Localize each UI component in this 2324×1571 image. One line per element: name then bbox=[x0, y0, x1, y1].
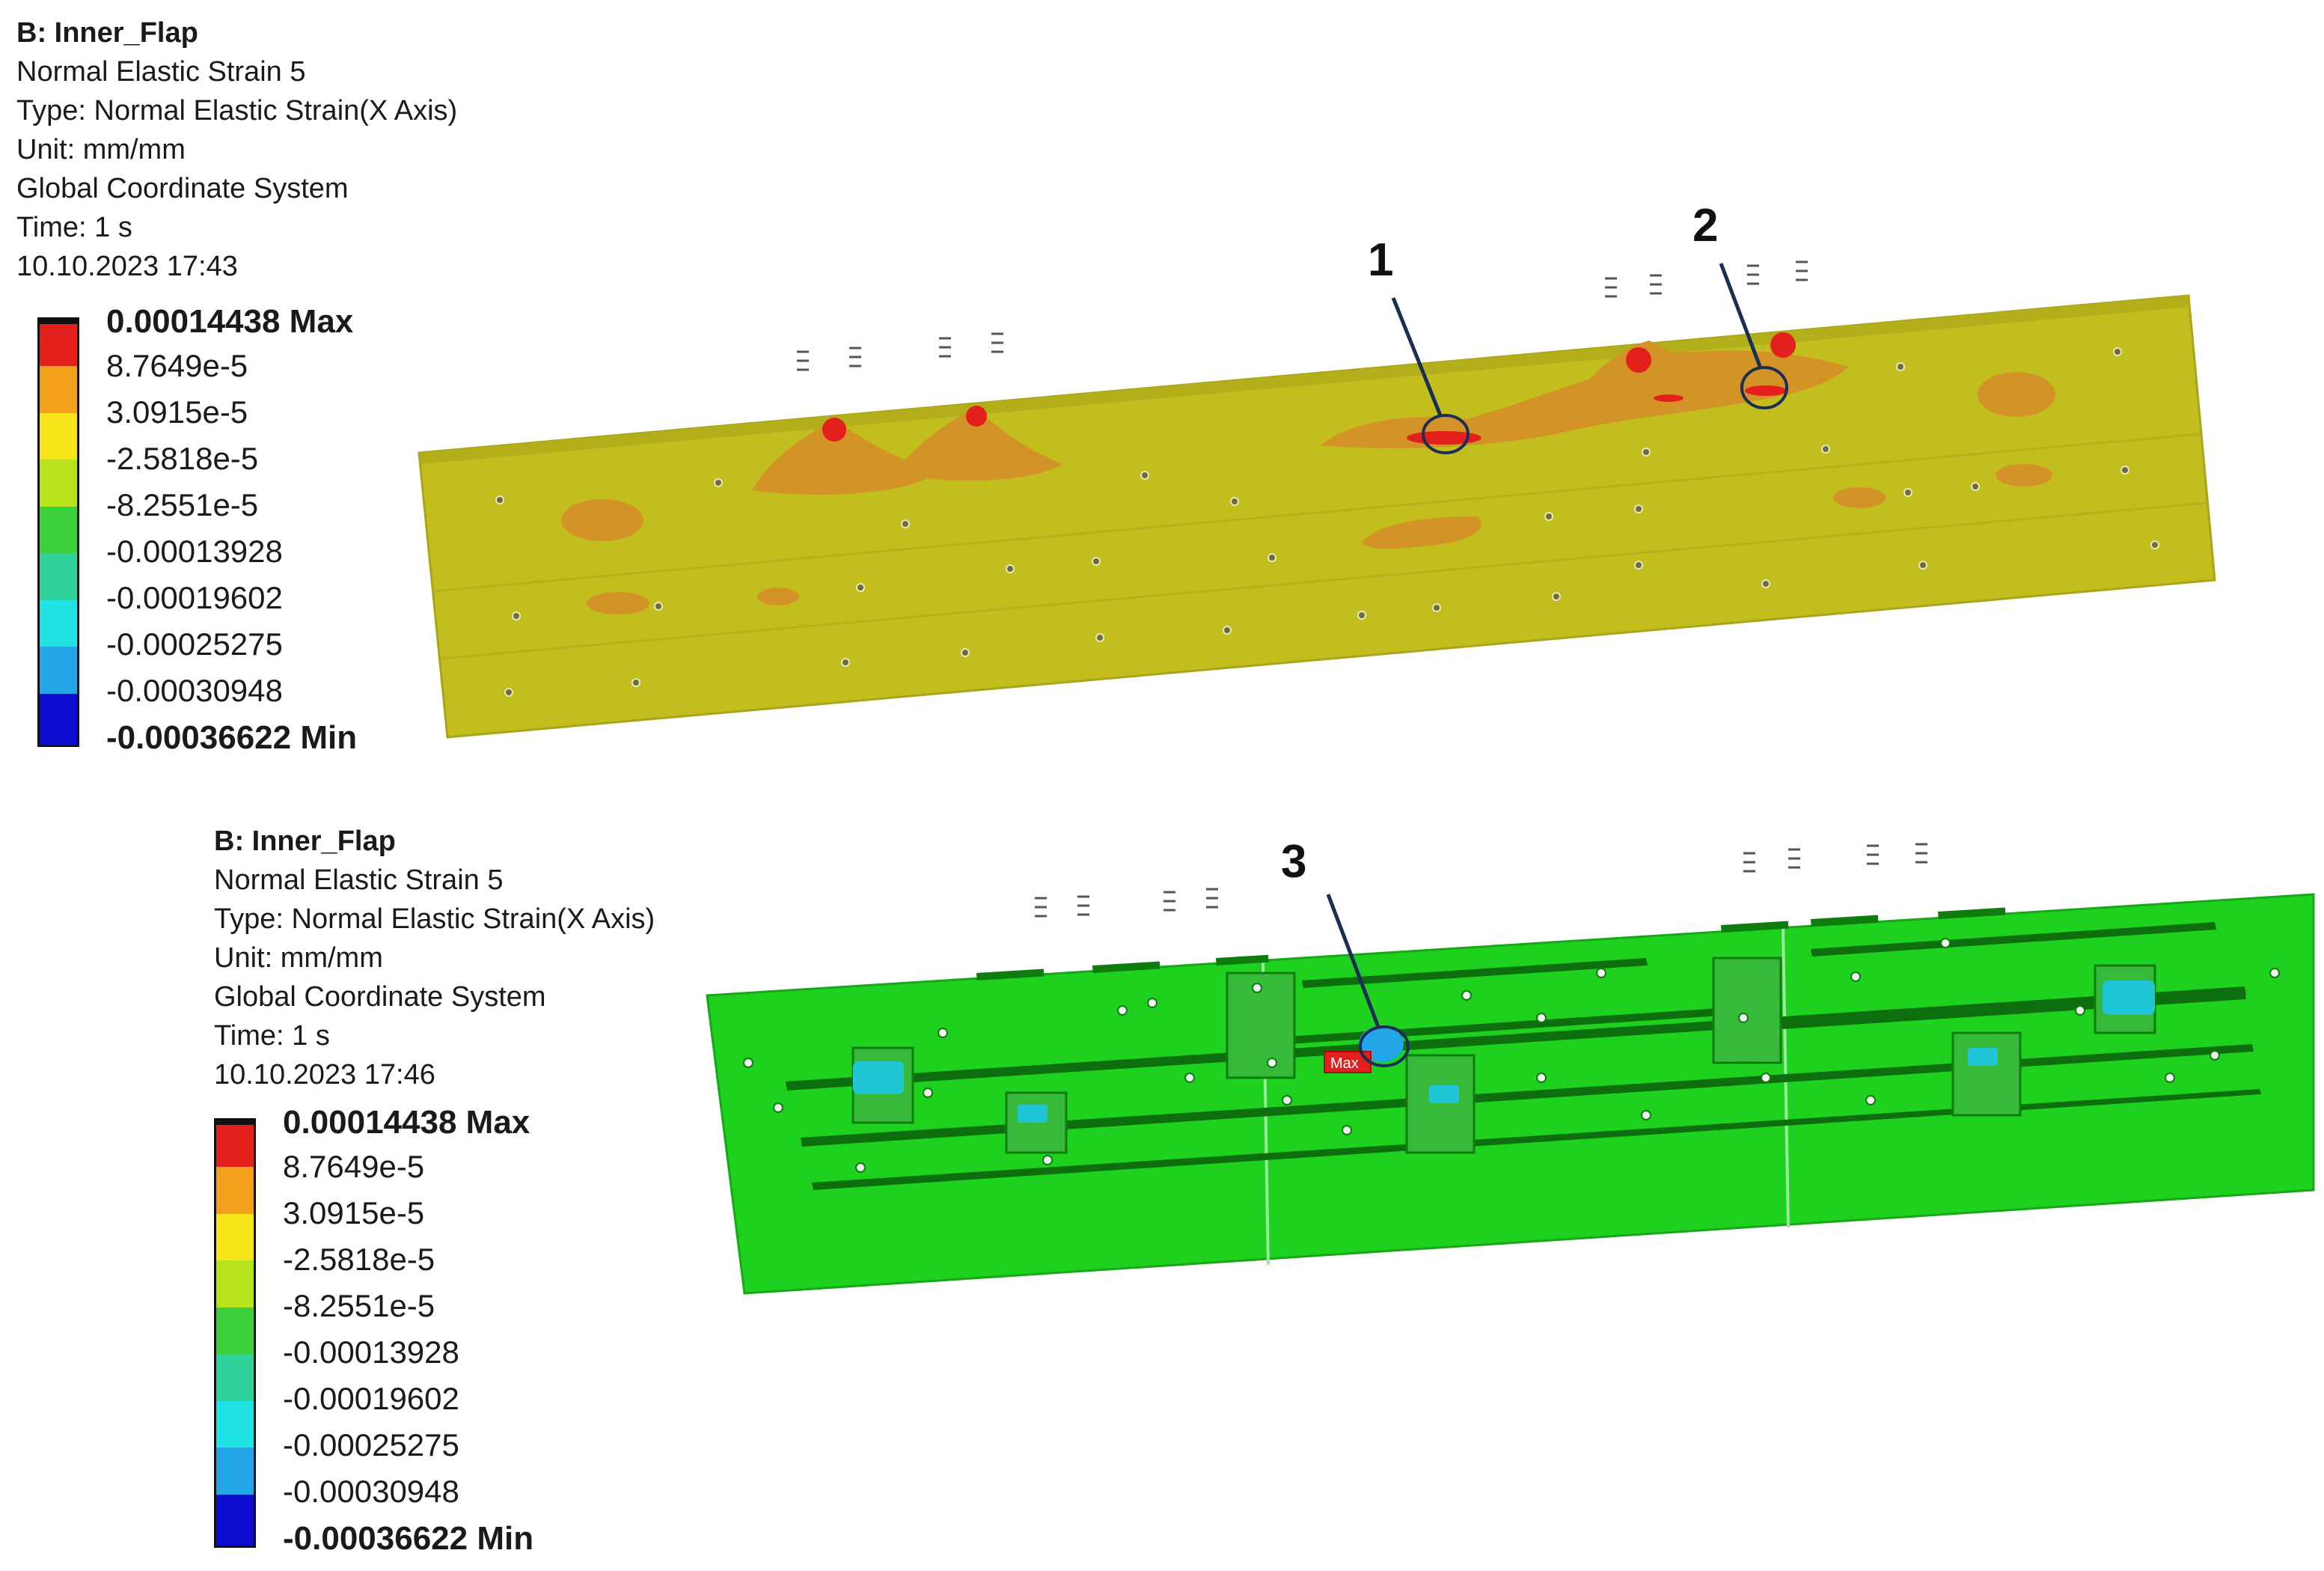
legend-max-label: 0.00014438 Max bbox=[106, 303, 354, 340]
legend-label: -0.00030948 bbox=[283, 1474, 459, 1509]
result-type: Type: Normal Elastic Strain(X Axis) bbox=[16, 95, 458, 126]
max-tag-label: Max bbox=[1330, 1055, 1359, 1072]
legend-label: -0.00025275 bbox=[283, 1427, 459, 1462]
coordinate-system: Global Coordinate System bbox=[214, 981, 546, 1013]
legend-label: -8.2551e-5 bbox=[106, 487, 259, 522]
result-unit: Unit: mm/mm bbox=[16, 134, 186, 165]
model-title: B: Inner_Flap bbox=[16, 17, 198, 49]
fastener-points bbox=[495, 347, 2159, 697]
callout-3: 3 bbox=[1281, 836, 1410, 1067]
result-timestamp: 10.10.2023 17:46 bbox=[214, 1059, 435, 1090]
result-name: Normal Elastic Strain 5 bbox=[16, 56, 306, 88]
flap-surface bbox=[418, 294, 2216, 739]
model-title: B: Inner_Flap bbox=[214, 826, 396, 857]
load-markers bbox=[797, 260, 1808, 371]
legend-label: -0.00019602 bbox=[283, 1381, 459, 1416]
legend-label: -2.5818e-5 bbox=[283, 1242, 435, 1277]
result-timestamp: 10.10.2023 17:43 bbox=[16, 251, 238, 282]
callout-2: 2 bbox=[1692, 200, 1788, 409]
flap-model-top: 1 2 bbox=[418, 200, 2216, 739]
legend-label: 3.0915e-5 bbox=[106, 394, 248, 430]
legend-label: -0.00030948 bbox=[106, 673, 283, 708]
stringers bbox=[786, 922, 2261, 1190]
callout-label: 1 bbox=[1368, 234, 1393, 286]
result-info-top: B: Inner_Flap Normal Elastic Strain 5 Ty… bbox=[16, 13, 457, 286]
coordinate-system: Global Coordinate System bbox=[16, 173, 349, 204]
legend-label: -0.00013928 bbox=[283, 1334, 459, 1370]
strain-regions bbox=[561, 341, 2055, 614]
legend-color-bar bbox=[37, 317, 79, 747]
result-name: Normal Elastic Strain 5 bbox=[214, 864, 504, 896]
low-strain-regions bbox=[853, 980, 2155, 1123]
legend-color-bar bbox=[214, 1118, 256, 1548]
legend-label: -0.00013928 bbox=[106, 534, 283, 569]
legend-label: -8.2551e-5 bbox=[283, 1288, 435, 1323]
result-unit: Unit: mm/mm bbox=[214, 942, 383, 974]
legend-min-label: -0.00036622 Min bbox=[283, 1520, 534, 1557]
callout-label: 3 bbox=[1281, 836, 1306, 888]
legend-min-label: -0.00036622 Min bbox=[106, 719, 358, 756]
flap-model-bottom: Max bbox=[706, 836, 2315, 1295]
result-type: Type: Normal Elastic Strain(X Axis) bbox=[214, 903, 655, 935]
legend-label: 8.7649e-5 bbox=[283, 1149, 425, 1184]
result-time: Time: 1 s bbox=[16, 212, 132, 243]
legend-label: 8.7649e-5 bbox=[106, 348, 248, 383]
legend-label: -0.00025275 bbox=[106, 626, 283, 662]
load-markers bbox=[1035, 843, 1927, 918]
legend-max-label: 0.00014438 Max bbox=[283, 1104, 530, 1141]
callout-label: 2 bbox=[1692, 200, 1718, 251]
legend-label: -0.00019602 bbox=[106, 580, 283, 615]
legend-label: 3.0915e-5 bbox=[283, 1195, 425, 1230]
result-info-bottom: B: Inner_Flap Normal Elastic Strain 5 Ty… bbox=[214, 822, 655, 1094]
result-time: Time: 1 s bbox=[214, 1020, 330, 1052]
legend-label: -2.5818e-5 bbox=[106, 441, 259, 476]
bolt-points bbox=[743, 938, 2280, 1173]
callout-1: 1 bbox=[1368, 234, 1470, 454]
